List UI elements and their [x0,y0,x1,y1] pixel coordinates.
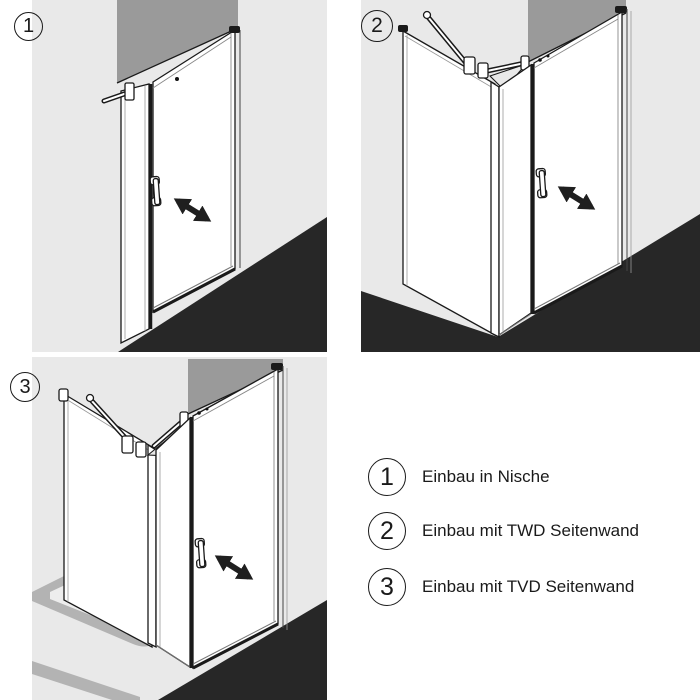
legend-item-2: 2 Einbau mit TWD Seitenwand [368,512,639,550]
door-handle-icon [194,537,207,569]
legend-number-3: 3 [368,568,406,606]
shower-floor-dark [118,217,327,352]
legend-item-1: 1 Einbau in Nische [368,458,550,496]
shower-floor-dark [158,600,327,700]
corner-post [490,80,500,339]
top-stabilizer-bar [463,55,530,79]
wall-recess-shadow [117,0,238,83]
shower-floor-dark [361,214,700,352]
fixed-side-segment [155,416,191,669]
pivot-door [192,363,283,670]
diagram-2-einbau-mit-twd-seitenwand [361,0,700,352]
wall-recess-shadow [188,359,283,414]
legend-item-3: 3 Einbau mit TVD Seitenwand [368,568,634,606]
wall-recess-shadow [528,0,626,62]
recess-edge [116,27,239,84]
legend-label-3: Einbau mit TVD Seitenwand [422,577,635,596]
legend-number-1: 1 [368,458,406,496]
legend-label-1: Einbau in Nische [422,467,550,486]
legend-number-2: 2 [368,512,406,550]
pivot-door [152,26,240,314]
diagram-3-einbau-mit-tvd-seitenwand [32,357,327,700]
shower-tray-front-edge [32,661,140,700]
diagram-1-einbau-in-nische [32,0,327,352]
swing-direction-arrow-icon [214,555,254,580]
swing-direction-arrow-icon [557,186,596,210]
swing-direction-arrow-icon [173,198,212,222]
diagram-2-badge: 2 [361,10,393,42]
legend-label-2: Einbau mit TWD Seitenwand [422,521,640,540]
tvd-side-wall-panel [58,388,153,649]
legend: 1 Einbau in Nische 2 Einbau mit TWD Seit… [368,0,698,700]
door-handle-icon [149,175,162,207]
pivot-door [533,6,627,315]
corner-post [147,443,157,649]
fixed-side-segment [101,82,150,345]
diagram-3-badge: 3 [10,372,40,402]
diagram-1-badge: 1 [14,12,43,41]
top-stabilizer-bar [121,411,189,458]
door-handle-icon [535,167,548,199]
